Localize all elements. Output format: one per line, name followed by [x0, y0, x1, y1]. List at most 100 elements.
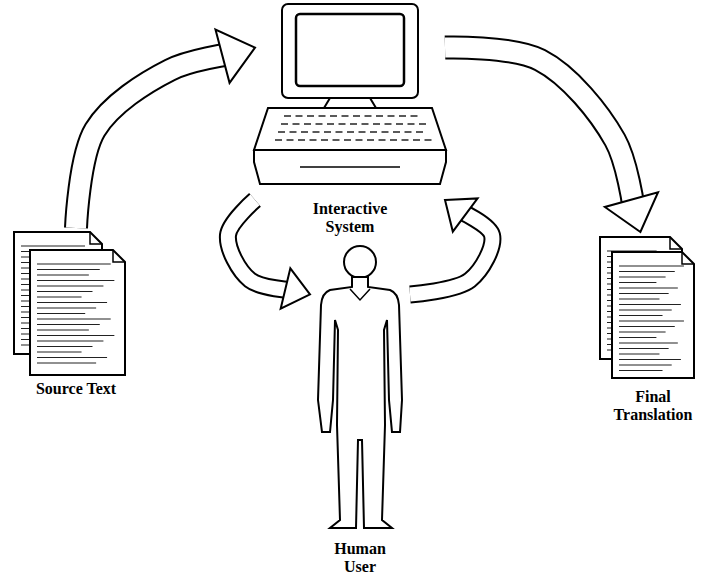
key — [367, 139, 374, 140]
key — [413, 139, 420, 140]
key — [402, 139, 409, 140]
key — [390, 139, 397, 140]
text-line — [37, 324, 100, 325]
key — [376, 115, 383, 116]
key — [327, 123, 334, 124]
text-line — [21, 245, 85, 246]
key — [419, 123, 426, 124]
key — [356, 139, 363, 140]
key — [290, 131, 297, 132]
text-line — [37, 362, 96, 363]
page-fold — [113, 250, 125, 262]
key — [347, 131, 354, 132]
key — [301, 131, 308, 132]
collar — [350, 289, 370, 300]
text-line — [37, 269, 100, 270]
key — [278, 131, 285, 132]
screen — [296, 14, 404, 86]
node-label: Interactive System — [300, 200, 400, 236]
key — [362, 123, 369, 124]
arrow-outline — [76, 54, 230, 228]
node-label: Source Text — [36, 380, 116, 398]
key — [275, 139, 282, 140]
curved-arrow — [76, 29, 255, 228]
page-outline — [612, 252, 694, 378]
arrow-outline — [445, 48, 633, 207]
key — [304, 123, 311, 124]
text-line — [37, 340, 103, 341]
page-fold — [670, 237, 682, 249]
arrow-body — [445, 48, 633, 207]
page-fold — [682, 252, 694, 264]
head — [344, 246, 376, 278]
text-line — [619, 342, 678, 343]
text-line — [619, 370, 663, 371]
text-line — [619, 353, 659, 354]
text-line — [619, 265, 684, 266]
text-line — [37, 329, 89, 330]
key — [399, 115, 406, 116]
text-line — [37, 346, 92, 347]
illustrated-node: Final Translation — [590, 232, 716, 426]
key — [330, 115, 337, 116]
key — [298, 139, 305, 140]
key — [310, 139, 317, 140]
key — [287, 139, 294, 140]
text-line — [619, 276, 666, 277]
text-line — [619, 282, 656, 283]
key — [382, 131, 389, 132]
key — [321, 139, 328, 140]
key — [396, 123, 403, 124]
arrow-body — [228, 200, 292, 290]
keyboard-front — [254, 150, 446, 184]
key — [425, 139, 432, 140]
text-line — [37, 357, 107, 358]
key — [411, 115, 418, 116]
illustrated-node: Source Text — [12, 228, 140, 402]
arrow-head — [281, 268, 310, 308]
node-label: Final Translation — [601, 388, 705, 424]
key — [336, 131, 343, 132]
key — [324, 131, 331, 132]
key — [293, 123, 300, 124]
key — [339, 123, 346, 124]
text-line — [37, 351, 82, 352]
text-line — [37, 291, 92, 292]
curved-arrow — [228, 200, 310, 309]
key — [416, 131, 423, 132]
computer-drawing — [254, 4, 446, 184]
text-line — [37, 274, 89, 275]
text-line — [37, 335, 114, 336]
key — [365, 115, 372, 116]
text-line — [619, 293, 669, 294]
text-line — [619, 271, 675, 272]
text-line — [619, 304, 681, 305]
text-line — [619, 331, 666, 332]
text-line — [619, 337, 656, 338]
node-label: Human User — [328, 540, 392, 576]
text-line — [37, 302, 107, 303]
text-line — [619, 359, 681, 360]
key — [316, 123, 323, 124]
curved-arrow — [410, 198, 492, 294]
text-line — [37, 285, 103, 286]
page-fold — [90, 232, 102, 244]
curved-arrow — [445, 48, 658, 232]
key — [359, 131, 366, 132]
key — [405, 131, 412, 132]
key — [370, 131, 377, 132]
key — [408, 123, 415, 124]
text-line — [37, 318, 111, 319]
key — [388, 115, 395, 116]
text-line — [619, 320, 684, 321]
key — [296, 115, 303, 116]
key — [307, 115, 314, 116]
text-line — [619, 364, 672, 365]
text-line — [619, 326, 675, 327]
arrow-outline — [228, 200, 292, 290]
text-line — [619, 315, 663, 316]
key — [344, 139, 351, 140]
key — [350, 123, 357, 124]
page — [612, 252, 694, 378]
